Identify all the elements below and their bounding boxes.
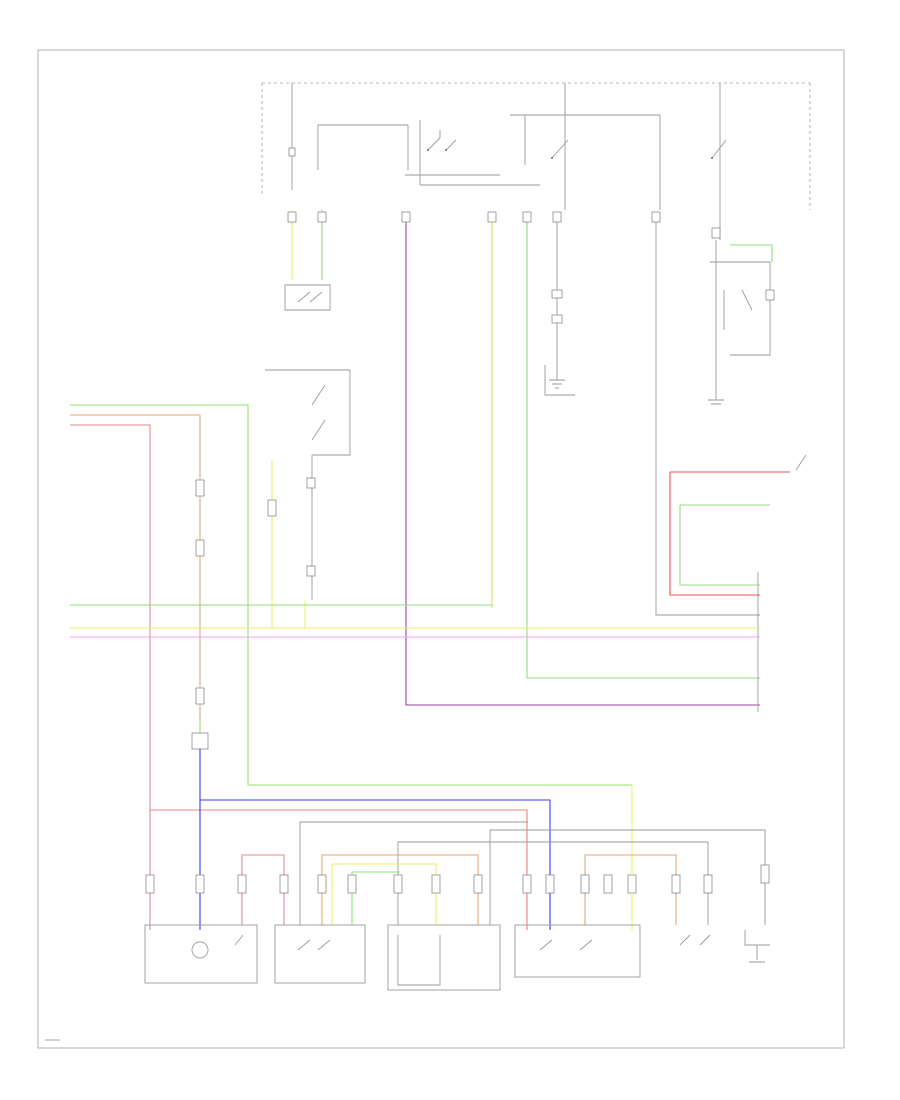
center-switch-frame — [419, 120, 540, 186]
fuse-icon — [191, 732, 209, 750]
center-ground-bracket — [544, 365, 575, 396]
connector-icon — [306, 565, 316, 577]
diagram-frame — [37, 49, 845, 1049]
connector-icon — [195, 539, 205, 557]
wire-green-bottom — [351, 871, 400, 925]
wire-red-right-down — [669, 472, 760, 596]
connector-icon — [317, 211, 327, 223]
wire-pnk-bottom — [150, 809, 528, 930]
wire-green-center — [526, 212, 760, 679]
multi-switch-frame — [317, 124, 409, 170]
switch-icon — [539, 939, 593, 951]
connector-icon — [195, 479, 205, 497]
gray-bus-bottom — [299, 821, 528, 925]
connector-icon — [487, 211, 497, 223]
wire-pnk-blk-left — [70, 424, 151, 930]
wire-red-bottom-left — [241, 854, 285, 925]
left-small-switch-box — [284, 284, 331, 311]
switch-icon — [723, 289, 753, 330]
mid-switch-frame — [265, 369, 351, 456]
connector-row-bottom — [145, 864, 770, 894]
connector-icon — [552, 211, 562, 223]
component-box-3-inner — [397, 935, 441, 986]
center-switch-box — [510, 114, 661, 210]
switch-icon — [551, 139, 569, 159]
ground-icon — [744, 930, 770, 963]
right-center-drop — [655, 212, 760, 616]
switch-icon — [795, 454, 807, 471]
wire-org-blk-left — [70, 414, 201, 720]
motor-icon — [191, 934, 244, 959]
wire-grn-wht-left — [70, 404, 632, 786]
wire-purple-main — [405, 212, 760, 706]
connector-icon — [651, 211, 661, 223]
left-top-connector — [288, 147, 296, 157]
wire-green-relay — [730, 244, 773, 262]
connector-icon — [195, 687, 205, 705]
switch-icon — [297, 291, 323, 303]
connector-icon — [711, 227, 721, 239]
connector-icon — [522, 211, 532, 223]
connector-icon — [267, 499, 277, 517]
switch-icon — [311, 384, 326, 441]
switch-icon — [297, 939, 331, 951]
switch-icon — [679, 934, 711, 946]
component-box-2 — [274, 924, 366, 984]
relay-box — [710, 261, 771, 356]
wire-green-right — [679, 504, 770, 586]
switch-icon — [711, 139, 727, 159]
switch-icon — [427, 130, 457, 151]
fuse-icon — [551, 289, 563, 324]
wire-blue-bottom — [199, 749, 551, 930]
connector-icon — [306, 477, 316, 489]
ground-icon — [708, 399, 724, 405]
component-box-3 — [387, 924, 501, 991]
connector-icon — [401, 211, 411, 223]
connector-icon — [287, 211, 297, 223]
connector-icon — [765, 289, 775, 301]
wire-yellow-bottom2 — [331, 863, 437, 925]
component-box-1 — [144, 924, 258, 984]
ground-icon — [549, 379, 565, 389]
component-box-4 — [514, 924, 641, 978]
